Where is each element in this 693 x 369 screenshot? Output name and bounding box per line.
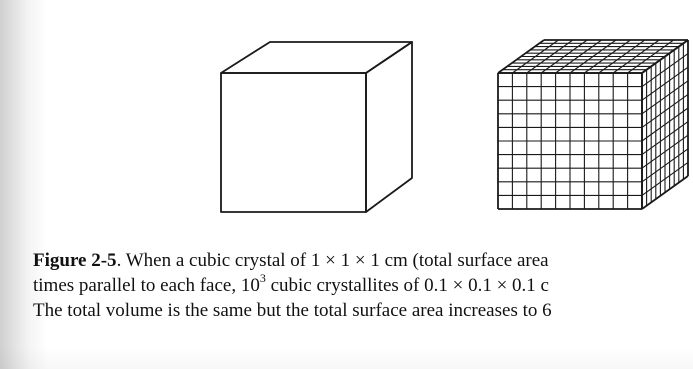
subdivided-cube [497,39,689,210]
grid-line-side [641,175,689,210]
cube-side-face [365,41,413,213]
grid-line-side [641,107,689,142]
grid-line-top [612,39,660,74]
cube-top-face [220,41,413,74]
single-cube [220,41,413,213]
grid-line-side [641,148,689,183]
caption-text: The total volume is the same but the tot… [33,300,552,321]
caption-line-1: Figure 2-5. When a cubic crystal of 1 × … [33,248,693,273]
caption-line-3: The total volume is the same but the tot… [33,298,693,323]
caption-text: times parallel to each face, 10 [33,275,260,296]
caption-line-2: times parallel to each face, 103 cubic c… [33,270,693,298]
superscript-exponent: 3 [259,270,266,285]
figure-caption: Figure 2-5. When a cubic crystal of 1 × … [33,248,693,323]
grid-line-top [627,39,674,74]
caption-text: . When a cubic crystal of 1 × 1 × 1 cm (… [116,250,549,271]
grid-line-side [641,134,689,169]
grid-line-top [598,39,646,74]
cube-front-face [220,72,367,213]
grid-line-side [641,121,689,156]
figure-2-5-illustration [220,39,689,213]
grid-line-top [584,39,631,74]
grid-line-side [641,161,689,196]
page-shading [0,347,693,369]
caption-text: cubic crystallites of 0.1 × 0.1 × 0.1 c [265,275,549,296]
figure-label: Figure 2-5 [33,250,117,271]
